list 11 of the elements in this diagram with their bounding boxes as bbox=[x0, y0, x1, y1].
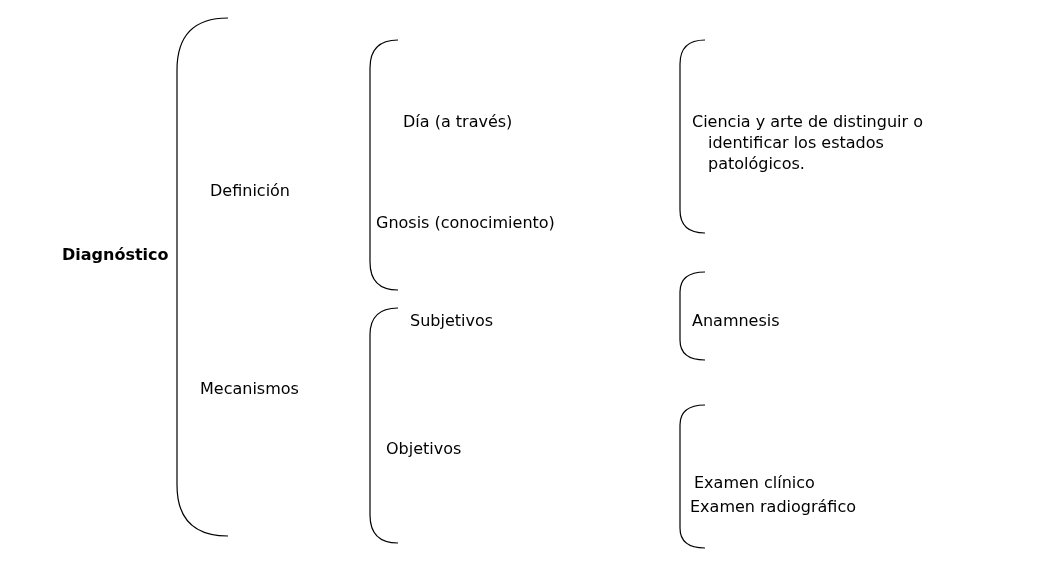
label-text: Día (a través) bbox=[403, 111, 513, 132]
label-text: Gnosis (conocimiento) bbox=[376, 212, 555, 233]
label-text: Definición bbox=[210, 180, 290, 201]
label-text: Ciencia y arte de distinguir o identificar los estados patológicos. bbox=[692, 111, 924, 174]
label-text: Objetivos bbox=[386, 438, 462, 459]
label-text: Anamnesis bbox=[692, 310, 780, 331]
label-text: Diagnóstico bbox=[62, 244, 169, 265]
label-text: Examen radiográfico bbox=[690, 496, 856, 517]
label-text: Subjetivos bbox=[410, 310, 494, 331]
label-text: Mecanismos bbox=[200, 378, 299, 399]
label-text: Examen clínico bbox=[694, 472, 815, 493]
